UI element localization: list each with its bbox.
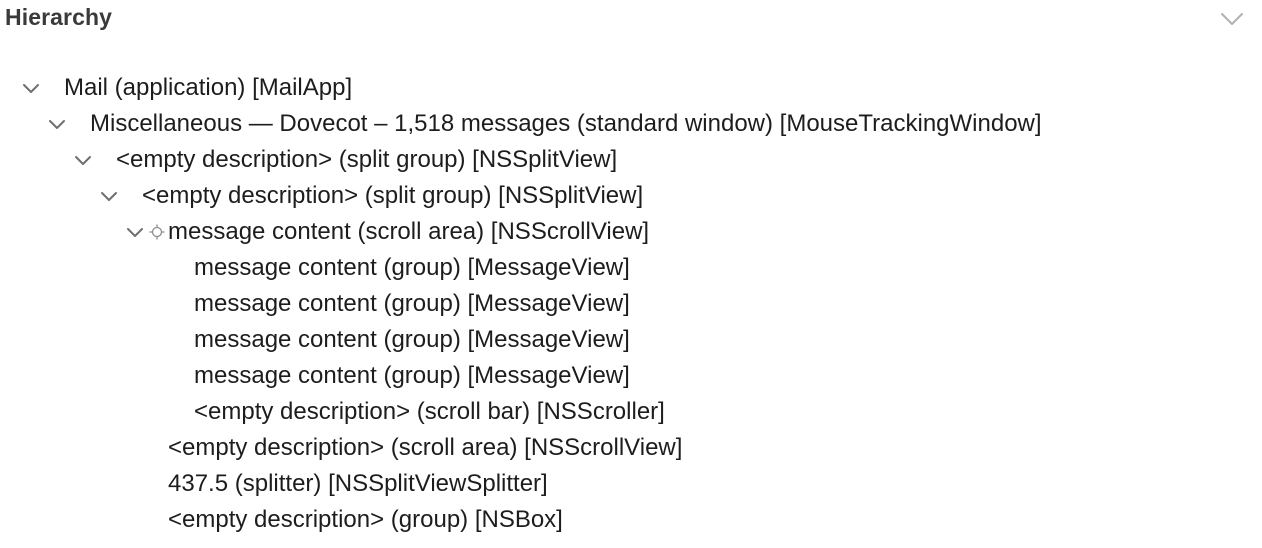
tree-row-label: <empty description> (scroll area) [NSScr… <box>168 434 683 461</box>
tree-row-split-group-nested[interactable]: <empty description> (split group) [NSSpl… <box>0 178 1262 214</box>
tree-row-label: message content (scroll area) [NSScrollV… <box>168 218 650 245</box>
tree-row-label: message content (group) [MessageView] <box>194 326 630 353</box>
tree-row-label: <empty description> (split group) [NSSpl… <box>116 146 618 173</box>
tree-row-label: message content (group) [MessageView] <box>194 290 630 317</box>
tree-row-split-group[interactable]: <empty description> (split group) [NSSpl… <box>0 142 1262 178</box>
tree-row-message-view[interactable]: message content (group) [MessageView] <box>0 250 1262 286</box>
tree-row-label: <empty description> (scroll bar) [NSScro… <box>194 398 665 425</box>
tree-row-message-view[interactable]: message content (group) [MessageView] <box>0 286 1262 322</box>
chevron-down-icon[interactable] <box>47 115 67 133</box>
tree-row-scroll-area[interactable]: <empty description> (scroll area) [NSScr… <box>0 430 1262 466</box>
chevron-down-icon[interactable] <box>125 223 145 241</box>
tree-row-scroll-bar[interactable]: <empty description> (scroll bar) [NSScro… <box>0 394 1262 430</box>
chevron-down-icon[interactable] <box>73 151 93 169</box>
hierarchy-tree: Mail (application) [MailApp] Miscellaneo… <box>0 70 1262 538</box>
tree-row-message-content-scroll-area[interactable]: message content (scroll area) [NSScrollV… <box>0 214 1262 250</box>
tree-row-label: 437.5 (splitter) [NSSplitViewSplitter] <box>168 470 548 497</box>
tree-row-label: <empty description> (split group) [NSSpl… <box>142 182 644 209</box>
tree-row-message-view[interactable]: message content (group) [MessageView] <box>0 322 1262 358</box>
tree-row-splitter[interactable]: 437.5 (splitter) [NSSplitViewSplitter] <box>0 466 1262 502</box>
tree-row-label: Miscellaneous — Dovecot – 1,518 messages… <box>90 110 1042 137</box>
tree-row-label: message content (group) [MessageView] <box>194 362 630 389</box>
tree-row-message-view[interactable]: message content (group) [MessageView] <box>0 358 1262 394</box>
crosshair-target-icon <box>149 224 165 240</box>
tree-row-group-nsbox[interactable]: <empty description> (group) [NSBox] <box>0 502 1262 538</box>
chevron-down-icon[interactable] <box>1218 8 1246 30</box>
tree-row-standard-window[interactable]: Miscellaneous — Dovecot – 1,518 messages… <box>0 106 1262 142</box>
tree-row-label: <empty description> (group) [NSBox] <box>168 506 563 533</box>
tree-row-label: Mail (application) [MailApp] <box>64 74 353 101</box>
tree-row-mail-application[interactable]: Mail (application) [MailApp] <box>0 70 1262 106</box>
tree-row-label: message content (group) [MessageView] <box>194 254 630 281</box>
panel-header: Hierarchy <box>0 0 1262 40</box>
chevron-down-icon[interactable] <box>21 79 41 97</box>
panel-title: Hierarchy <box>5 4 113 30</box>
chevron-down-icon[interactable] <box>99 187 119 205</box>
